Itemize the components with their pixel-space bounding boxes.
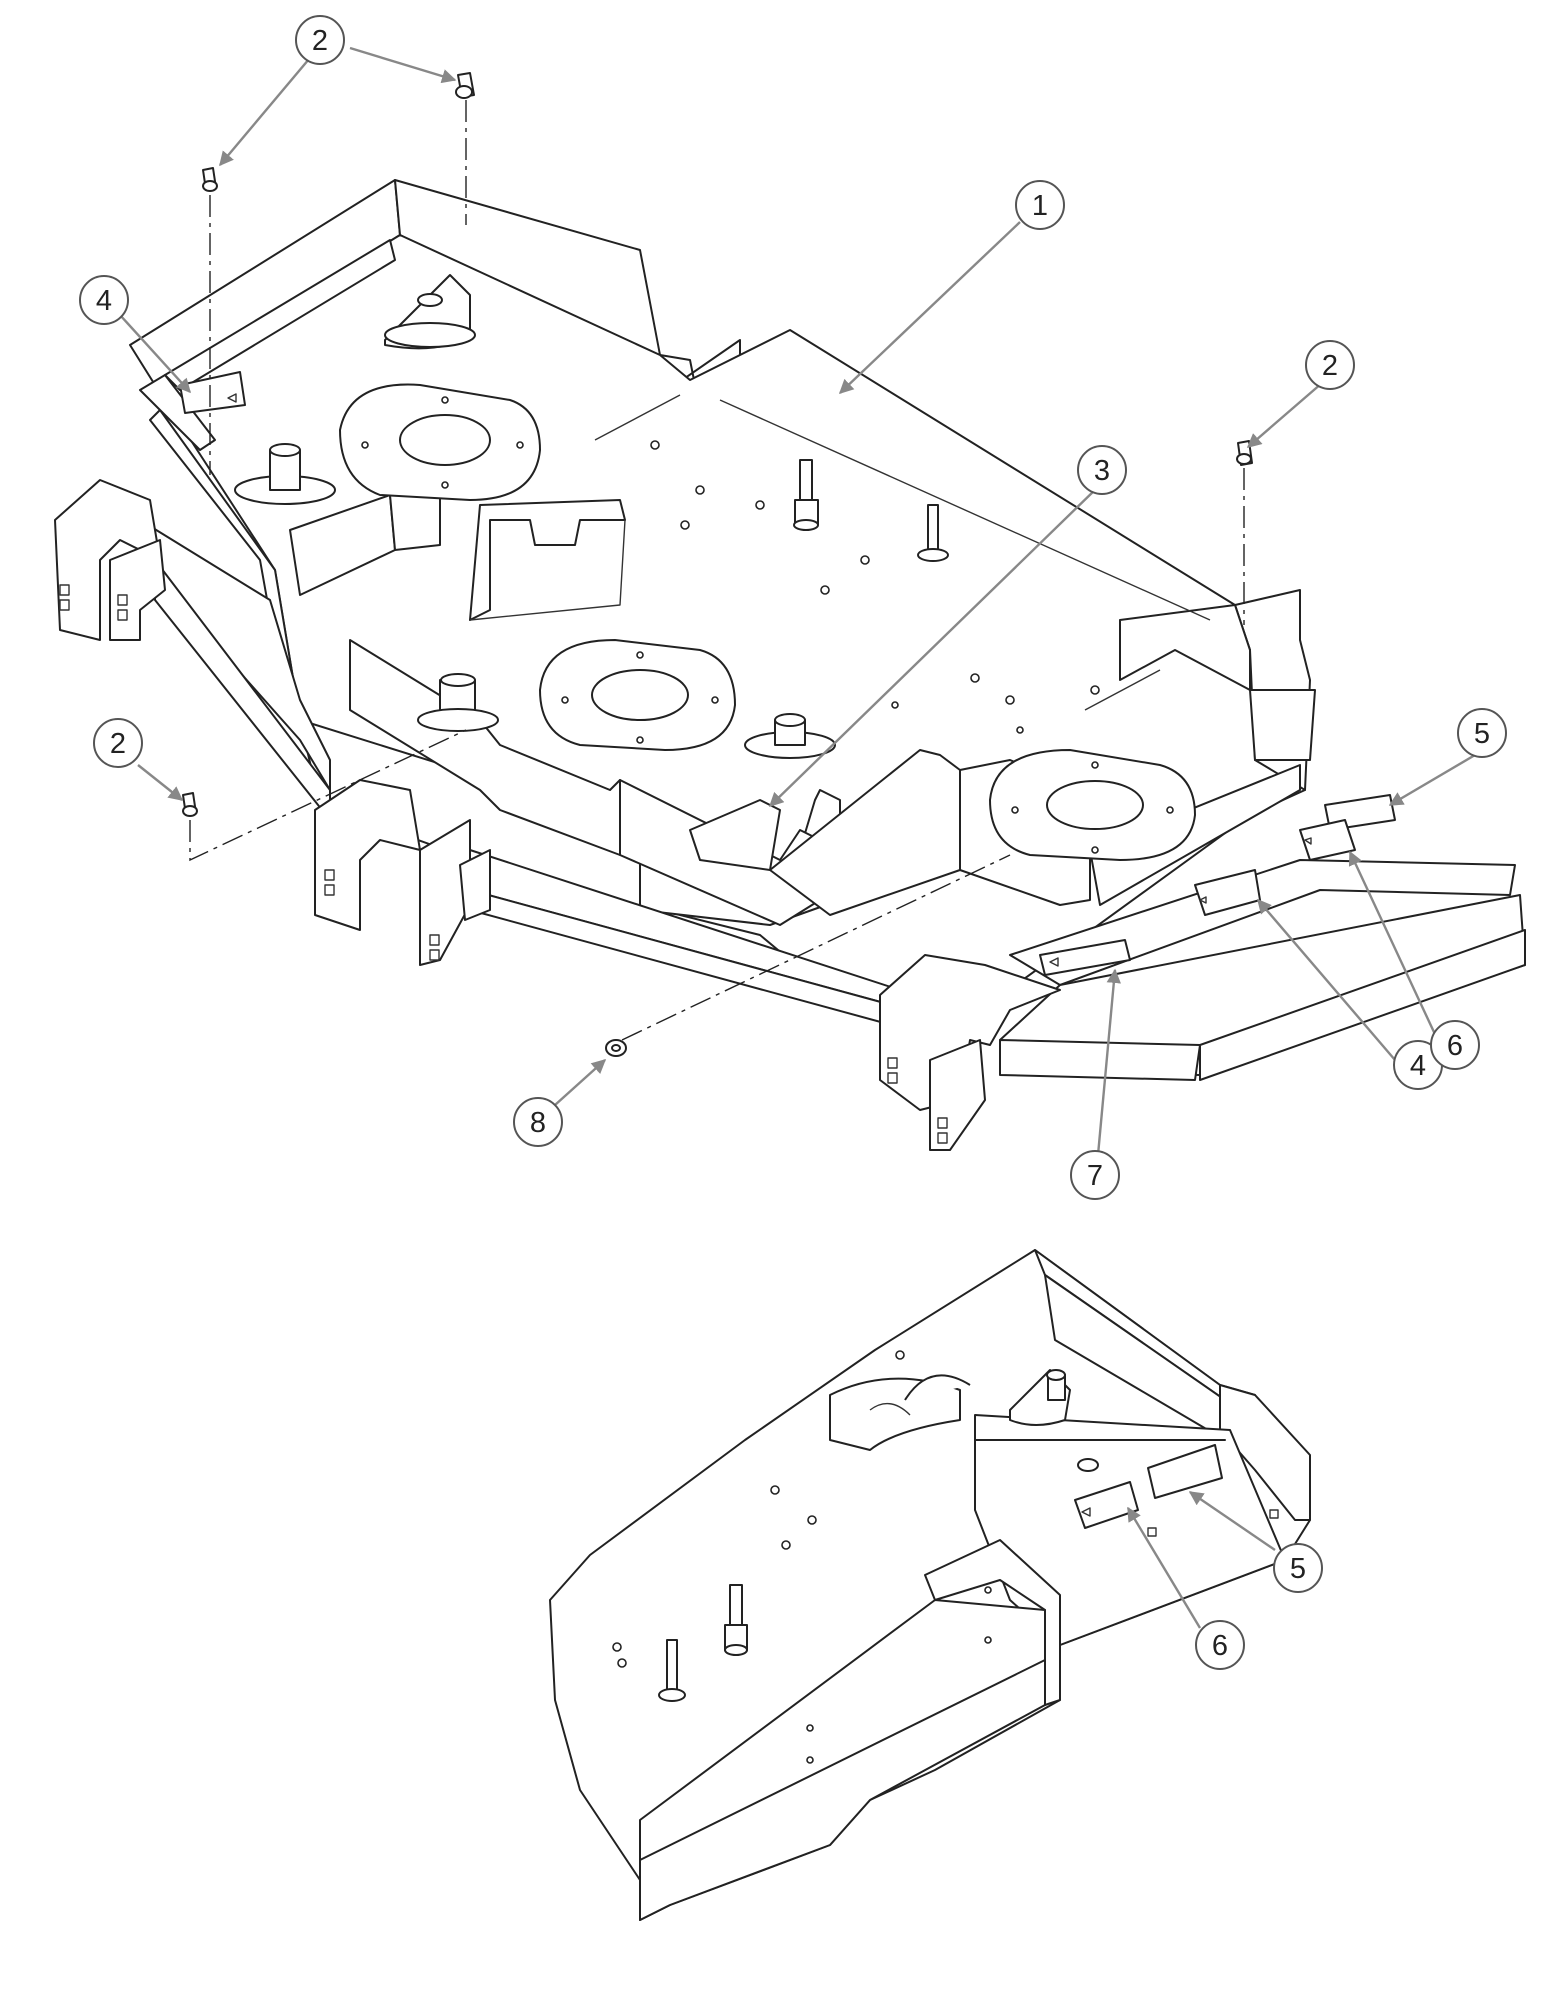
callout-bubble-7: 7 xyxy=(1070,1150,1120,1200)
callout-label: 2 xyxy=(312,25,328,57)
callout-bubble-8: 8 xyxy=(513,1097,563,1147)
callout-leaders xyxy=(119,39,1476,1629)
clip-top-center xyxy=(455,72,475,99)
callout-label: 8 xyxy=(530,1107,546,1139)
callout-label: 5 xyxy=(1474,718,1490,750)
callout-bubble-6-top: 6 xyxy=(1430,1020,1480,1070)
mower-deck-assembly xyxy=(54,179,1526,1151)
callout-label: 2 xyxy=(1322,350,1338,382)
callout-bubble-2-right: 2 xyxy=(1305,340,1355,390)
callout-label: 4 xyxy=(1410,1050,1426,1082)
callout-bubble-1: 1 xyxy=(1015,180,1065,230)
callout-label: 4 xyxy=(96,285,112,317)
bushing xyxy=(605,1039,627,1057)
callout-bubble-2-top-left: 2 xyxy=(295,15,345,65)
clip-top-left xyxy=(202,167,218,192)
callout-label: 6 xyxy=(1447,1030,1463,1062)
callout-bubble-5-bottom: 5 xyxy=(1273,1543,1323,1593)
callout-bubble-3: 3 xyxy=(1077,445,1127,495)
callout-label: 6 xyxy=(1212,1630,1228,1662)
callout-label: 7 xyxy=(1087,1160,1103,1192)
callout-bubble-6-bottom: 6 xyxy=(1195,1620,1245,1670)
callout-label: 3 xyxy=(1094,455,1110,487)
callout-bubble-2-left: 2 xyxy=(93,718,143,768)
callout-label: 1 xyxy=(1032,190,1048,222)
callout-bubble-5-top: 5 xyxy=(1457,708,1507,758)
clip-left-lower xyxy=(182,792,198,817)
callout-bubble-4-top: 4 xyxy=(79,275,129,325)
deck-detail-view xyxy=(549,1249,1311,1921)
hardware-clips xyxy=(182,72,1253,1057)
callout-label: 2 xyxy=(110,728,126,760)
callout-label: 5 xyxy=(1290,1553,1306,1585)
